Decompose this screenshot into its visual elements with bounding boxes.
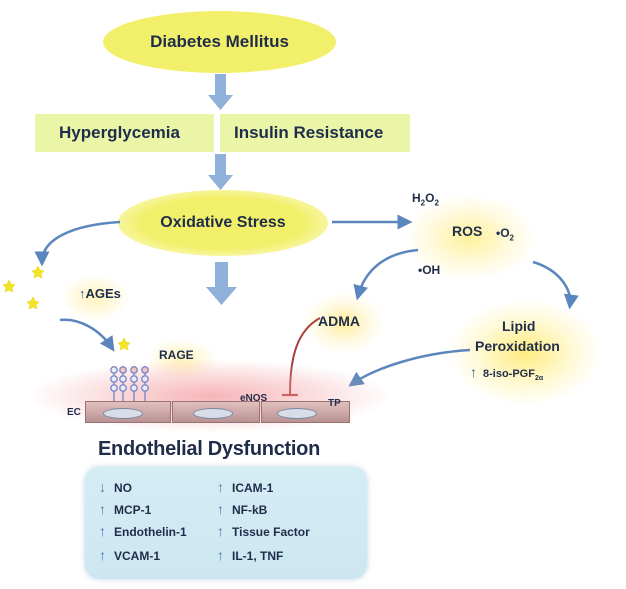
marker-icam1: ↑ICAM-1 xyxy=(217,479,274,495)
hyperglycemia-label: Hyperglycemia xyxy=(59,123,180,142)
nucleus-1 xyxy=(103,408,143,419)
diabetes-mellitus-node: Diabetes Mellitus xyxy=(103,11,336,73)
age-particle-2 xyxy=(31,265,45,279)
superoxide-label: •O2 xyxy=(496,226,514,243)
hydroxyl-label: •OH xyxy=(418,263,441,277)
marker-mcp1: ↑MCP-1 xyxy=(99,501,152,517)
lipid-line2: Peroxidation xyxy=(475,338,560,354)
ages-arrow: ↑ xyxy=(79,286,86,301)
marker-tissue-factor: ↑Tissue Factor xyxy=(217,523,310,539)
tp-label: TP xyxy=(328,398,341,409)
isoprostane-marker: ↑8-iso-PGF2α xyxy=(470,364,544,383)
marker-endothelin1: ↑Endothelin-1 xyxy=(99,523,187,539)
ros-label: ROS xyxy=(452,223,483,239)
block-arrow-1 xyxy=(208,74,233,110)
marker-vcam1: ↑VCAM-1 xyxy=(99,547,161,563)
insulin-resistance-box: Insulin Resistance xyxy=(220,114,410,152)
h2o2-label: H2O2 xyxy=(412,191,439,208)
rage-label: RAGE xyxy=(159,348,194,362)
block-arrow-2 xyxy=(208,154,233,190)
arrow-ages-to-rage xyxy=(59,318,115,352)
nucleus-2 xyxy=(193,408,233,419)
age-particle-1 xyxy=(2,279,16,293)
markers-panel: ↓NO ↑MCP-1 ↑Endothelin-1 ↑VCAM-1 ↑ICAM-1… xyxy=(85,467,367,579)
insulin-resistance-label: Insulin Resistance xyxy=(234,123,384,142)
arrow-oxstress-to-ages xyxy=(34,220,121,267)
adma-label: ADMA xyxy=(318,313,360,329)
hyperglycemia-box: Hyperglycemia xyxy=(35,114,214,152)
ages-glow xyxy=(60,274,130,322)
ages-label: ↑AGEs xyxy=(79,286,121,301)
endothelium-cells xyxy=(85,401,350,423)
endothelial-dysfunction-title: Endothelial Dysfunction xyxy=(98,438,320,460)
marker-nfkb: ↑NF-kB xyxy=(217,501,268,517)
block-arrow-3 xyxy=(206,262,237,305)
age-particle-3 xyxy=(26,296,40,310)
lipid-glow xyxy=(450,300,600,405)
diabetes-mellitus-label: Diabetes Mellitus xyxy=(150,32,289,51)
oxidative-stress-label: Oxidative Stress xyxy=(160,214,286,231)
arrow-ros-to-lipid xyxy=(532,260,579,310)
arrow-ros-to-adma xyxy=(353,248,419,301)
lipid-line1: Lipid xyxy=(502,318,536,334)
ec-label: EC xyxy=(67,407,81,418)
enos-label: eNOS xyxy=(240,393,268,404)
nucleus-3 xyxy=(277,408,317,419)
age-particle-4 xyxy=(117,337,131,351)
marker-il1-tnf: ↑IL-1, TNF xyxy=(217,547,284,563)
ros-glow xyxy=(405,195,535,280)
marker-no: ↓NO xyxy=(99,479,132,495)
oxidative-stress-node: Oxidative Stress xyxy=(118,190,328,256)
